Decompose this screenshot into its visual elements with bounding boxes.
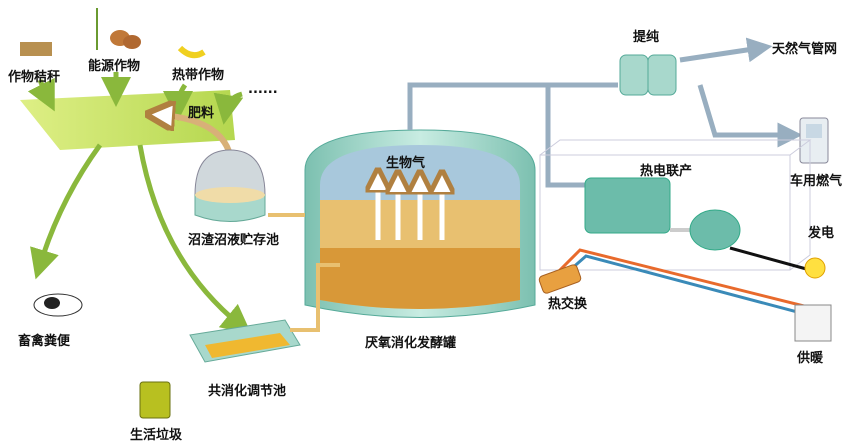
arrow-to-mix: [137, 144, 252, 335]
arrow-straw: [27, 77, 55, 112]
label-heating: 供暖: [797, 351, 824, 366]
gas-pipe-to-vehicle: [697, 84, 803, 148]
label-crop-straw: 作物秸秆: [8, 70, 61, 85]
potato-icon: [110, 30, 141, 49]
feed-pipe: [290, 263, 340, 332]
label-heat-exchange: 热交换: [548, 297, 588, 312]
gas-pipe-to-chp: [545, 85, 590, 188]
label-manure: 畜禽粪便: [18, 334, 71, 349]
label-purification: 提纯: [633, 30, 660, 45]
storage-tank: [194, 149, 266, 222]
label-gas-grid: 天然气管网: [772, 42, 838, 57]
arrow-etc: [213, 91, 244, 125]
label-digestate-storage: 沼渣沼液贮存池: [188, 233, 280, 248]
label-energy-crops: 能源作物: [88, 59, 141, 74]
straw-bale-icon: [20, 42, 52, 56]
heat-exchanger-icon: [538, 264, 582, 294]
fuel-pump-icon: [799, 117, 829, 164]
arrow-to-manure: [30, 143, 103, 280]
label-digester: 厌氧消化发酵罐: [365, 336, 457, 351]
label-household-waste: 生活垃圾: [130, 428, 183, 443]
label-codigestion-tank: 共消化调节池: [208, 384, 287, 399]
label-chp: 热电联产: [640, 164, 693, 179]
light-bulb-icon: [804, 257, 826, 279]
label-power: 发电: [808, 226, 835, 241]
arrow-tropical: [163, 83, 194, 121]
codigestion-tank: [189, 319, 301, 363]
banana-icon: [177, 45, 206, 59]
radiator-icon: [794, 304, 832, 342]
gas-pipe-to-grid: [679, 37, 773, 63]
biogas-arrows: [378, 180, 442, 240]
purifier-icon: [619, 54, 677, 96]
generator-icon: [689, 209, 741, 251]
engine-icon: [584, 177, 671, 234]
label-fertilizer: 肥料: [188, 106, 215, 121]
gas-pipe-to-purify: [407, 82, 618, 130]
label-biogas: 生物气: [386, 156, 426, 171]
label-etc: ......: [248, 82, 278, 97]
trash-bin-icon: [139, 381, 171, 419]
cow-icon: [33, 293, 83, 317]
label-tropical-crops: 热带作物: [172, 68, 225, 83]
label-vehicle-fuel: 车用燃气: [790, 174, 843, 189]
